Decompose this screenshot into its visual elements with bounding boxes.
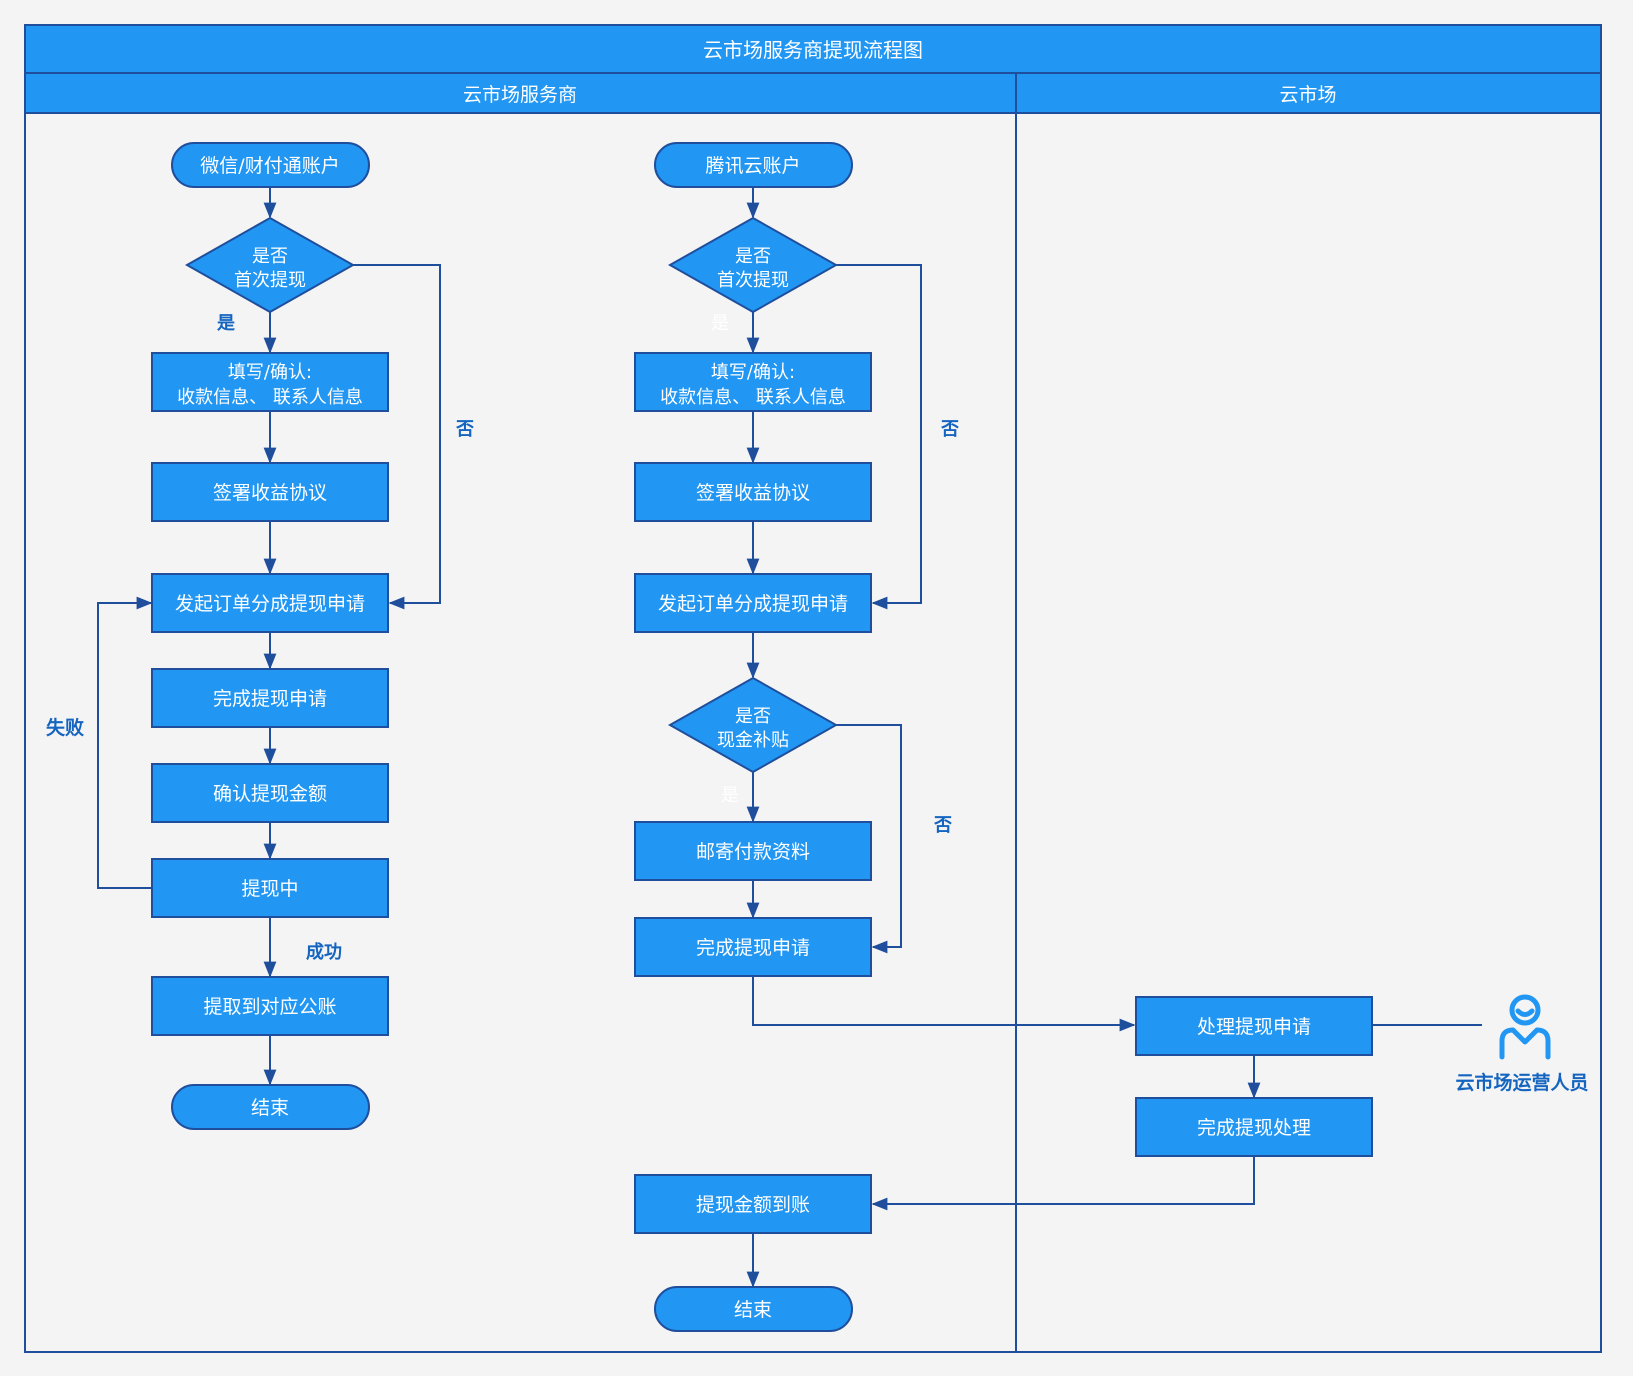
left-fill-line1: 填写/确认: [228, 362, 312, 383]
left-edge-no [353, 264, 441, 610]
middle-fill-info-node [634, 352, 872, 412]
right-complete-node [1135, 1097, 1373, 1157]
middle-edge-no [836, 264, 922, 610]
left-flow: 微信/财付通账户 是否 首次提现 是 否 填写/确认: 收款信息、 联系人信息 … [46, 142, 474, 1130]
right-process-label: 处理提现申请 [1197, 1016, 1311, 1038]
left-end-label: 结束 [251, 1097, 289, 1119]
right-process-node [1135, 996, 1373, 1056]
middle-end-label: 结束 [734, 1299, 772, 1321]
middle-mail-label: 邮寄付款资料 [696, 841, 810, 863]
middle-yes-label: 是 [711, 313, 729, 334]
left-decision-line2: 首次提现 [234, 270, 306, 291]
lane-market-label: 云市场 [1279, 84, 1336, 106]
middle-fill-line2: 收款信息、 联系人信息 [660, 387, 846, 408]
right-complete-label: 完成提现处理 [1197, 1117, 1311, 1139]
left-initiate-label: 发起订单分成提现申请 [175, 593, 365, 615]
lane-header-market [1015, 72, 1602, 114]
left-processing-label: 提现中 [241, 878, 298, 900]
middle-sign-node [634, 462, 872, 522]
left-decision-line1: 是否 [252, 246, 288, 267]
left-fail-label: 失败 [46, 716, 84, 739]
middle-edge-complete-process [752, 976, 1136, 1032]
middle-sign-label: 签署收益协议 [696, 482, 810, 504]
right-flow: 处理提现申请 完成提现处理 云市场运营人员 [871, 994, 1589, 1211]
left-withdraw-label: 提取到对应公账 [203, 996, 336, 1018]
middle-flow: 腾讯云账户 是否 首次提现 是 否 填写/确认: 收款信息、 联系人信息 签署收… [634, 142, 1136, 1332]
left-no-label: 否 [455, 419, 474, 440]
lane-header-provider [24, 72, 1017, 114]
left-sign-node [151, 462, 389, 522]
middle-initiate-label: 发起订单分成提现申请 [658, 593, 848, 615]
left-yes-label: 是 [216, 313, 235, 334]
title-bar [24, 24, 1602, 74]
middle-decision-line2: 首次提现 [717, 270, 789, 291]
left-fill-line2: 收款信息、 联系人信息 [177, 387, 363, 408]
middle-arrive-node [634, 1174, 872, 1234]
left-initiate-node [151, 573, 389, 633]
middle-initiate-node [634, 573, 872, 633]
middle-yes2-label: 是 [721, 785, 739, 806]
person-icon [1499, 994, 1551, 1060]
left-complete-label: 完成提现申请 [213, 688, 327, 710]
middle-decision2-line1: 是否 [735, 706, 771, 727]
middle-arrive-label: 提现金额到账 [696, 1194, 810, 1216]
lane-provider-label: 云市场服务商 [463, 84, 577, 106]
middle-no2-label: 否 [933, 815, 952, 836]
left-withdraw-node [151, 976, 389, 1036]
middle-no-label: 否 [940, 419, 959, 440]
diagram-title: 云市场服务商提现流程图 [703, 38, 923, 62]
right-edge-complete-arrive [871, 1156, 1255, 1211]
left-confirm-node [151, 763, 389, 823]
left-start-label: 微信/财付通账户 [200, 155, 339, 177]
middle-decision2-line2: 现金补贴 [717, 730, 789, 751]
operator-label: 云市场运营人员 [1455, 1071, 1588, 1094]
middle-decision-line1: 是否 [735, 246, 771, 267]
middle-start-label: 腾讯云账户 [705, 155, 800, 177]
left-edge-fail-loop [97, 596, 153, 889]
middle-complete-label: 完成提现申请 [696, 937, 810, 959]
left-confirm-label: 确认提现金额 [213, 783, 327, 805]
left-sign-label: 签署收益协议 [213, 482, 327, 504]
middle-edge-no2 [836, 724, 902, 954]
left-success-label: 成功 [306, 941, 342, 963]
middle-fill-line1: 填写/确认: [711, 362, 795, 383]
